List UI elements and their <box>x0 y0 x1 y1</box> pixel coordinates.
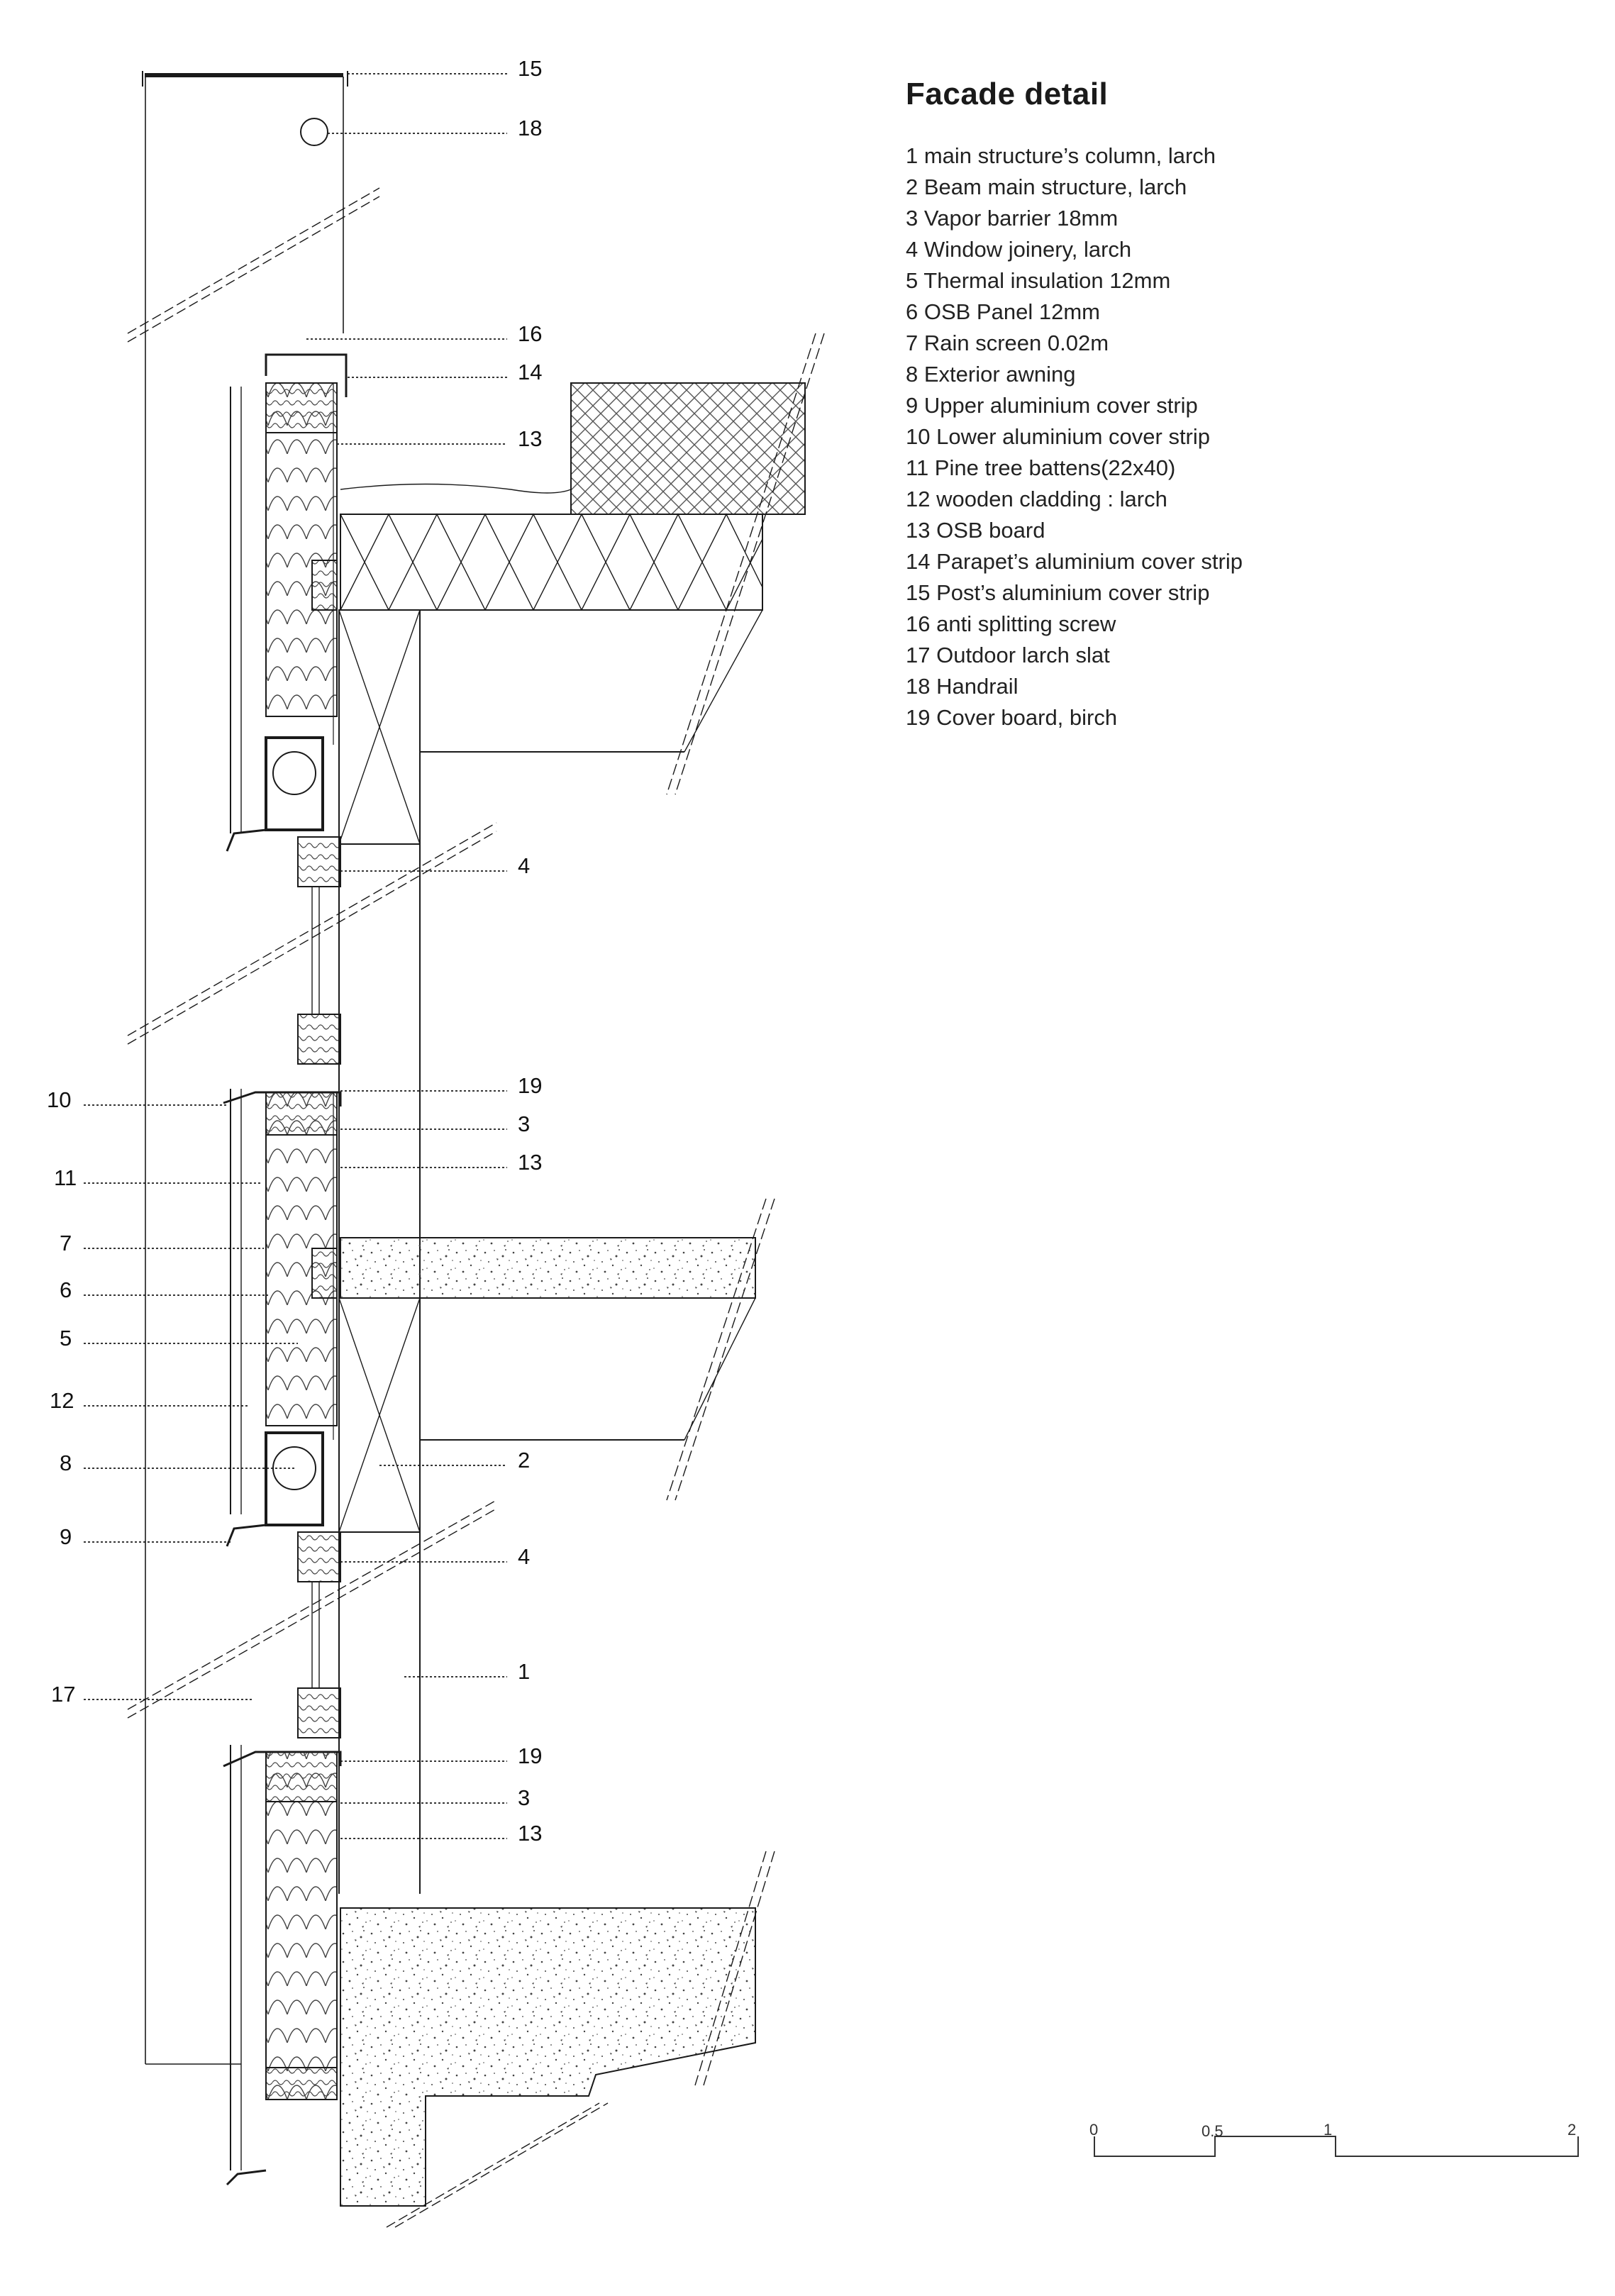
callout-10: 10 <box>47 1087 72 1112</box>
scale-bar <box>1094 2136 1579 2157</box>
legend-item: 17 Outdoor larch slat <box>906 643 1110 667</box>
callout-2: 2 <box>518 1448 531 1473</box>
callout-17: 17 <box>51 1682 76 1707</box>
scale-label-0: 0 <box>1089 2121 1099 2139</box>
callout-4: 4 <box>518 853 531 878</box>
legend-item: 5 Thermal insulation 12mm <box>906 268 1171 293</box>
legend-item: 7 Rain screen 0.02m <box>906 331 1109 355</box>
page-title: Facade detail <box>906 77 1109 111</box>
callout-14: 14 <box>518 360 543 384</box>
legend-item: 13 OSB board <box>906 518 1045 543</box>
callout-7: 7 <box>60 1231 72 1255</box>
callout-18: 18 <box>518 116 543 140</box>
scale-label-0-5: 0.5 <box>1201 2122 1223 2140</box>
legend-item: 10 Lower aluminium cover strip <box>906 424 1211 449</box>
callout-13: 13 <box>518 426 543 451</box>
scale-label-2: 2 <box>1567 2121 1577 2139</box>
callout-5: 5 <box>60 1326 72 1351</box>
legend-list: 1 main structure’s column, larch 2 Beam … <box>906 140 1243 733</box>
legend-item: 15 Post’s aluminium cover strip <box>906 580 1210 605</box>
legend-item: 8 Exterior awning <box>906 362 1076 387</box>
callout-13: 13 <box>518 1821 543 1846</box>
legend-item: 2 Beam main structure, larch <box>906 174 1187 199</box>
callout-9: 9 <box>60 1524 72 1549</box>
callout-12: 12 <box>50 1388 74 1413</box>
callout-13: 13 <box>518 1150 543 1175</box>
legend-item: 9 Upper aluminium cover strip <box>906 393 1198 418</box>
legend-item: 19 Cover board, birch <box>906 705 1118 730</box>
callout-3: 3 <box>518 1111 531 1136</box>
scale-label-1: 1 <box>1323 2121 1333 2139</box>
callout-19: 19 <box>518 1073 543 1098</box>
callout-4: 4 <box>518 1544 531 1569</box>
callout-16: 16 <box>518 321 543 346</box>
callout-19: 19 <box>518 1743 543 1768</box>
legend-item: 3 Vapor barrier 18mm <box>906 206 1119 231</box>
callout-1: 1 <box>518 1659 531 1684</box>
callout-15: 15 <box>518 56 543 81</box>
legend-item: 18 Handrail <box>906 674 1019 699</box>
legend-item: 4 Window joinery, larch <box>906 237 1132 262</box>
legend-item: 6 OSB Panel 12mm <box>906 299 1100 324</box>
legend-item: 1 main structure’s column, larch <box>906 143 1216 168</box>
legend-item: 11 Pine tree battens(22x40) <box>906 455 1176 480</box>
callout-6: 6 <box>60 1277 72 1302</box>
legend-item: 14 Parapet’s aluminium cover strip <box>906 549 1243 574</box>
legend-item: 16 anti splitting screw <box>906 611 1116 636</box>
callout-11: 11 <box>54 1165 77 1190</box>
callout-8: 8 <box>60 1451 72 1475</box>
legend-item: 12 wooden cladding : larch <box>906 487 1167 511</box>
callout-3: 3 <box>518 1785 531 1810</box>
